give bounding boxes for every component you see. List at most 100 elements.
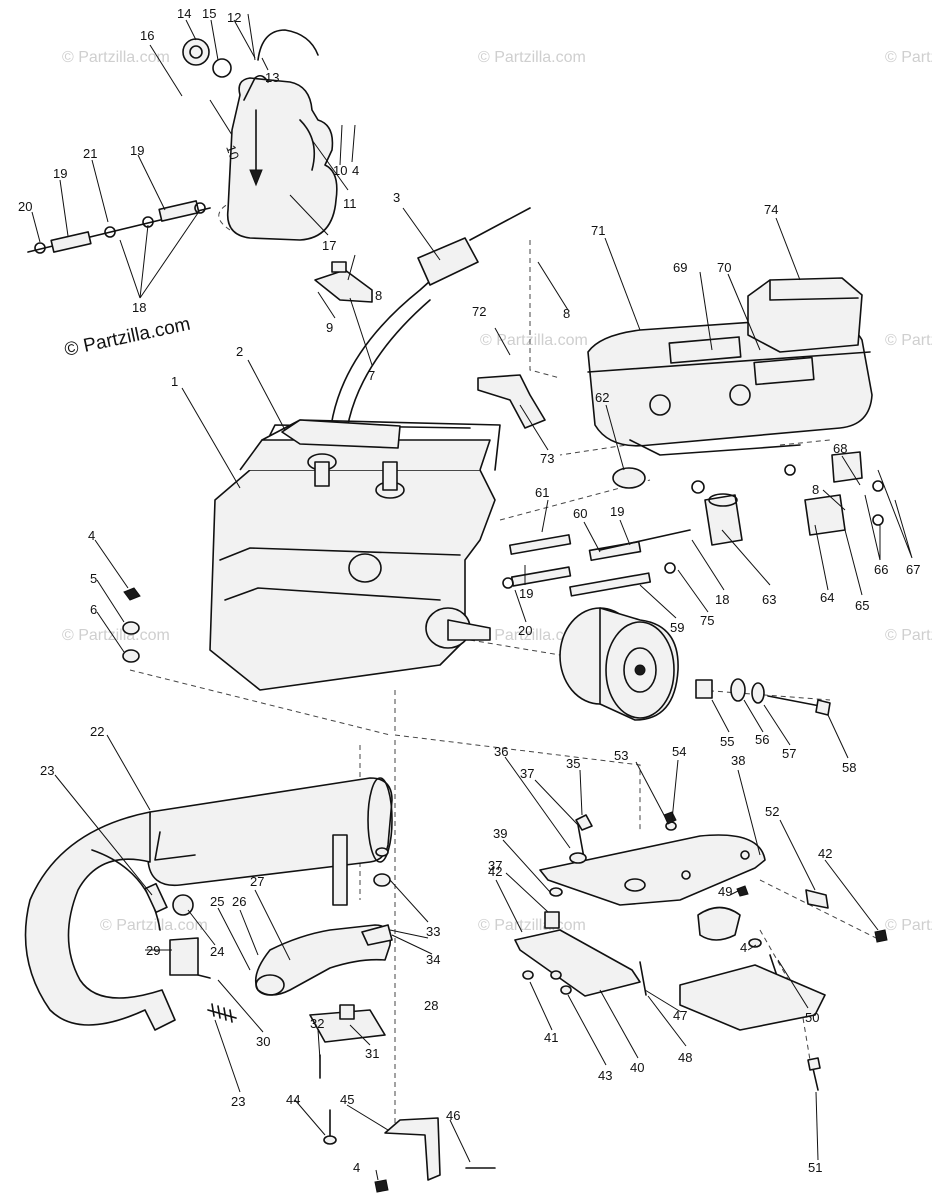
callout: 9 bbox=[326, 320, 333, 335]
watermark: © Partzilla.com bbox=[885, 627, 932, 644]
callout: 29 bbox=[146, 943, 160, 958]
callout: 45 bbox=[340, 1092, 354, 1107]
callout: 13 bbox=[265, 70, 279, 85]
callout: 72 bbox=[472, 304, 486, 319]
callout: 28 bbox=[424, 998, 438, 1013]
callout: 19 bbox=[519, 586, 533, 601]
exhaust-bracket bbox=[374, 1117, 496, 1193]
exhaust-manifold bbox=[254, 924, 393, 996]
callout: 3 bbox=[393, 190, 400, 205]
callout: 32 bbox=[310, 1016, 324, 1031]
mount-nut-washers bbox=[122, 587, 141, 663]
motor-mount-cover bbox=[679, 906, 826, 1031]
callout: 61 bbox=[535, 485, 549, 500]
callout: 43 bbox=[598, 1068, 612, 1083]
callout: 54 bbox=[672, 744, 686, 759]
callout: 15 bbox=[202, 6, 216, 21]
callout: 22 bbox=[90, 724, 104, 739]
watermarks: © Partzilla.com © Partzilla.com © Partzi… bbox=[62, 49, 932, 934]
leader-lines bbox=[31, 13, 913, 1181]
watermark: © Partzilla.com bbox=[62, 49, 170, 66]
callout: 24 bbox=[210, 944, 224, 959]
callout: 21 bbox=[83, 146, 97, 161]
callout: 26 bbox=[232, 894, 246, 909]
watermark: © Partzilla.com bbox=[62, 627, 170, 644]
valve-fitting bbox=[691, 480, 743, 546]
callout: 42 bbox=[488, 864, 502, 879]
engine-block bbox=[209, 419, 501, 691]
callout: 14 bbox=[177, 6, 191, 21]
callout: 11 bbox=[343, 196, 357, 211]
callout: 7 bbox=[368, 368, 375, 383]
drive-clutch bbox=[559, 607, 679, 721]
callout: 70 bbox=[717, 260, 731, 275]
callout: 23 bbox=[231, 1094, 245, 1109]
callout: 52 bbox=[765, 804, 779, 819]
callout: 57 bbox=[782, 746, 796, 761]
callout: 20 bbox=[18, 199, 32, 214]
grommet bbox=[612, 467, 646, 489]
oil-tank bbox=[226, 74, 338, 241]
callout: 65 bbox=[855, 598, 869, 613]
watermark: © Partzilla.com bbox=[478, 49, 586, 66]
callout: 10 bbox=[223, 143, 242, 162]
callout: 75 bbox=[700, 613, 714, 628]
callout: 62 bbox=[595, 390, 609, 405]
callout: 69 bbox=[673, 260, 687, 275]
callout: 34 bbox=[426, 952, 440, 967]
mount-plate-set bbox=[784, 451, 884, 536]
callout: 40 bbox=[630, 1060, 644, 1075]
callout: 8 bbox=[375, 288, 382, 303]
vent-hose bbox=[257, 29, 319, 61]
callout: 2 bbox=[236, 344, 243, 359]
callout: 20 bbox=[518, 623, 532, 638]
callout: 30 bbox=[256, 1034, 270, 1049]
callout: 8 bbox=[563, 306, 570, 321]
callout: 47 bbox=[673, 1008, 687, 1023]
callout: 18 bbox=[715, 592, 729, 607]
callout: 58 bbox=[842, 760, 856, 775]
callout: 37 bbox=[488, 858, 502, 873]
callout: 36 bbox=[494, 744, 508, 759]
callout: 17 bbox=[322, 238, 336, 253]
callout: 1 bbox=[171, 374, 178, 389]
callout: 38 bbox=[731, 753, 745, 768]
callout: 41 bbox=[544, 1030, 558, 1045]
callout: 19 bbox=[53, 166, 67, 181]
callout: 16 bbox=[140, 28, 154, 43]
watermark: © Partzilla.com bbox=[885, 49, 932, 66]
callout: 18 bbox=[132, 300, 146, 315]
mount-bracket-lower bbox=[514, 929, 641, 997]
callout: 68 bbox=[833, 441, 847, 456]
exhaust-hardware bbox=[169, 847, 391, 1145]
callout: 59 bbox=[670, 620, 684, 635]
callout: 33 bbox=[426, 924, 440, 939]
callout: 5 bbox=[90, 571, 97, 586]
callout: 53 bbox=[614, 748, 628, 763]
watermark: © Partzilla.com bbox=[480, 332, 588, 349]
callout: 39 bbox=[493, 826, 507, 841]
callout: 19 bbox=[610, 504, 624, 519]
callout: 48 bbox=[678, 1050, 692, 1065]
clutch-bolt-set bbox=[695, 678, 831, 716]
callout: 71 bbox=[591, 223, 605, 238]
callout: 23 bbox=[40, 763, 54, 778]
callout: 63 bbox=[762, 592, 776, 607]
tank-bracket bbox=[314, 261, 373, 303]
callout: 25 bbox=[210, 894, 224, 909]
callout: 67 bbox=[906, 562, 920, 577]
callout: 4 bbox=[740, 940, 747, 955]
watermark: © Partzilla.com bbox=[885, 332, 932, 349]
callout: 4 bbox=[88, 528, 95, 543]
callout: 74 bbox=[764, 202, 778, 217]
cylinder-head-cover bbox=[281, 419, 401, 449]
brand-label: © Partzilla.com bbox=[63, 314, 193, 361]
callout: 35 bbox=[566, 756, 580, 771]
callout-labels: 14 15 12 13 16 10 10 4 11 17 21 19 19 20… bbox=[18, 6, 920, 1175]
callout: 51 bbox=[808, 1160, 822, 1175]
callout: 50 bbox=[805, 1010, 819, 1025]
callout: 4 bbox=[353, 1160, 360, 1175]
callout: 8 bbox=[812, 482, 819, 497]
pump-hoses bbox=[502, 529, 691, 597]
air-silencer-box bbox=[747, 277, 863, 353]
